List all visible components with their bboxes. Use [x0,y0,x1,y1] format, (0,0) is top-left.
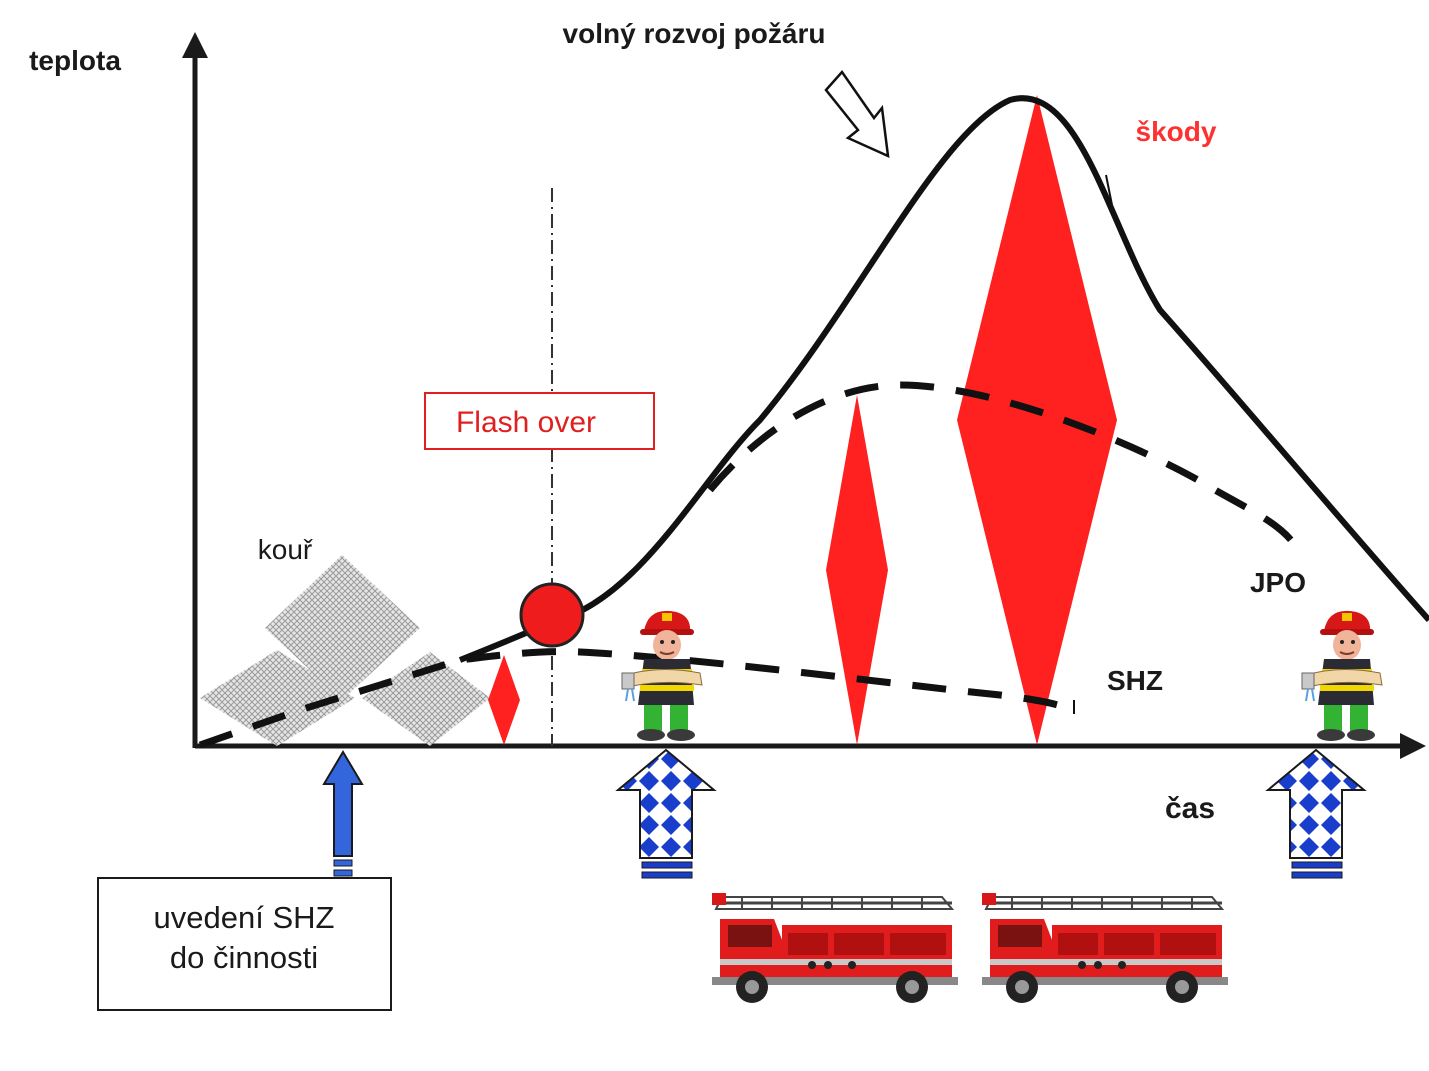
x-axis-arrowhead [1400,733,1426,759]
flashover-point-icon [519,582,585,648]
flash-over-box [424,392,655,450]
damage-label: škody [1136,116,1217,147]
damage-diamond-medium [826,395,888,745]
free-fire-curve [458,95,1429,663]
activation-label-line2: do činnosti [170,940,318,975]
smoke-diamond [200,650,355,746]
jpo-arrival-arrow-1 [615,748,717,879]
fire-truck-icon [980,891,1230,1005]
damage-diamond-large [957,95,1117,745]
jpo-arrival-arrow-2 [1265,748,1367,879]
shz-activation-box [97,877,392,1011]
curve-tick [1105,174,1113,206]
jpo-curve [707,381,1298,548]
shz-label: SHZ [1107,665,1163,696]
firefighter-icon [621,609,703,742]
smoke-diamond [362,652,490,746]
smoke-diamond [265,555,420,700]
shz-curve [198,648,1078,749]
y-axis-label: teplota [29,45,121,76]
fire-truck-icon [710,891,960,1005]
x-axis-label: čas [1165,792,1215,825]
y-axis-arrowhead [182,32,208,58]
damage-diamond-small [488,655,520,745]
free-fire-pointer-arrow [824,69,890,159]
smoke-label: kouř [258,534,313,565]
shz-activation-arrow [322,750,364,877]
firefighter-icon [1301,609,1383,742]
jpo-label: JPO [1250,567,1306,598]
flash-over-label: Flash over [456,406,596,439]
smoke-area [200,555,490,746]
activation-label-line1: uvedení SHZ [154,900,335,935]
free-fire-label: volný rozvoj požáru [563,18,826,49]
